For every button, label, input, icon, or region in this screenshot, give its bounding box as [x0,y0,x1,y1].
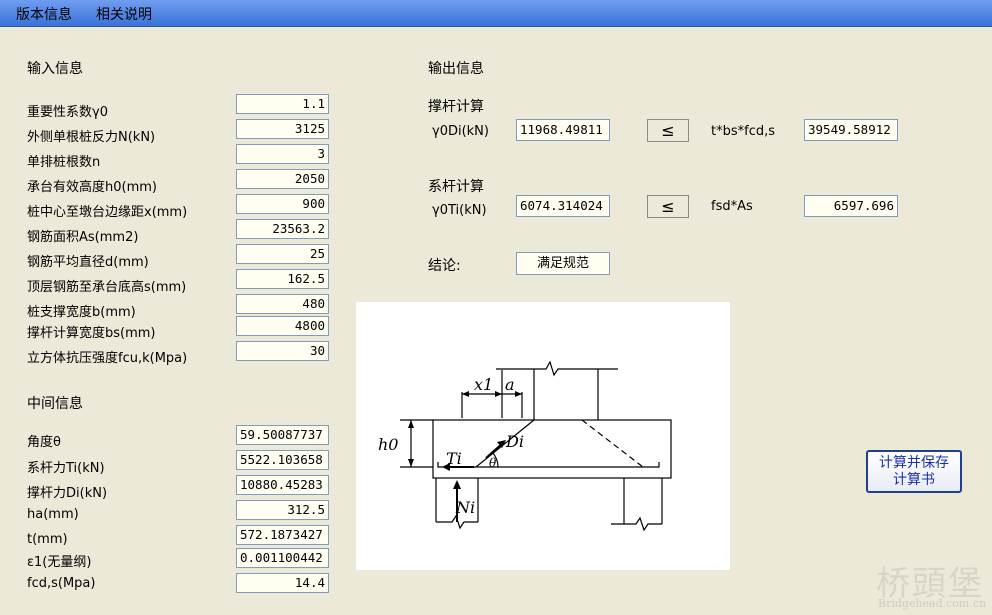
rebar-line [437,462,660,468]
pile-break [611,516,662,532]
input-label: 外侧单根桩反力N(kN) [27,130,156,145]
tie-le-symbol: ≤ [647,195,689,218]
middle-label: 系杆力Ti(kN) [27,461,105,476]
middle-label: t(mm) [27,532,68,547]
input-label: 桩中心至墩台边缘距x(mm) [27,205,188,220]
calculate-save-label: 计算并保存 [879,455,949,471]
middle-field-ti: 5522.103658 [236,450,329,470]
input-field-as[interactable]: 23563.2 [236,219,329,239]
middle-field-theta: 59.50087737 [236,425,329,445]
strut-le-symbol: ≤ [647,119,689,142]
input-section-title: 输入信息 [27,61,83,77]
di-arrowhead [497,440,506,448]
x1-arrowhead [495,391,502,397]
tie-calc-title: 系杆计算 [428,179,484,195]
ti-arrowhead [442,463,450,471]
output-section-title: 输出信息 [428,61,484,77]
label-x1: x1 [474,375,493,394]
conclusion-label: 结论: [428,258,461,274]
input-label: 钢筋面积As(mm2) [27,230,139,245]
input-field-h0[interactable]: 2050 [236,169,329,189]
calculate-save-button[interactable]: 计算并保存 计算书 [866,450,962,493]
ni-arrowhead [453,480,461,489]
input-label: 撑杆计算宽度bs(mm) [27,326,156,341]
a-arrowhead [515,391,522,397]
middle-label: fcd,s(Mpa) [27,576,96,591]
pile-cap-diagram: h0 x1 a Di Ti θ Ni [356,302,730,570]
tie-rhs-label: fsd*As [711,199,753,214]
theta-arc [491,451,499,468]
tie-lhs-field: 6074.314024 [516,195,610,217]
x1-arrowhead [462,391,469,397]
label-di: Di [505,432,524,451]
tie-rhs-field: 6597.696 [804,195,898,217]
input-label: 重要性系数γ0 [27,105,108,120]
label-ti: Ti [446,449,462,468]
middle-label: ha(mm) [27,507,79,522]
input-field-fcuk[interactable]: 30 [236,341,329,361]
input-label: 单排桩根数n [27,155,101,170]
middle-section-title: 中间信息 [27,396,83,412]
input-field-pile-reaction[interactable]: 3125 [236,119,329,139]
strut-lhs-label: γ0Di(kN) [432,124,489,139]
menu-help[interactable]: 相关说明 [96,7,152,23]
pile-cap [432,419,672,479]
input-field-gamma0[interactable]: 1.1 [236,94,329,114]
middle-label: 角度θ [27,435,61,450]
watermark-url: Bridgehead.com.cn [878,597,987,610]
label-a: a [505,375,515,394]
input-label: 承台有效高度h0(mm) [27,180,157,195]
input-field-s[interactable]: 162.5 [236,269,329,289]
strut-rhs-label: t*bs*fcd,s [711,124,776,139]
middle-field-di: 10880.45283 [236,475,329,495]
input-field-d[interactable]: 25 [236,244,329,264]
calculation-report-label: 计算书 [893,472,935,488]
strut-left [475,419,535,468]
middle-field-ha: 312.5 [236,500,329,520]
middle-field-epsilon: 0.001100442 [236,548,329,568]
input-field-pile-count[interactable]: 3 [236,144,329,164]
menu-version-info[interactable]: 版本信息 [16,7,72,23]
input-field-x[interactable]: 900 [236,194,329,214]
middle-label: 撑杆力Di(kN) [27,486,108,501]
input-label: 立方体抗压强度fcu,k(Mpa) [27,351,188,366]
strut-lhs-field: 11968.49811 [516,119,610,141]
strut-right [581,419,644,468]
h0-arrowhead [408,420,414,428]
input-label: 顶层钢筋至承台底高s(mm) [27,280,187,295]
input-field-bs[interactable]: 4800 [236,316,329,336]
input-field-b[interactable]: 480 [236,294,329,314]
tie-lhs-label: γ0Ti(kN) [432,203,487,218]
label-theta: θ [489,456,497,470]
middle-label: ε1(无量纲) [27,555,92,570]
strut-rhs-field: 39549.58912 [804,119,898,141]
label-ni: Ni [455,498,475,517]
watermark-logo: 桥頭堡 [876,564,984,604]
strut-calc-title: 撑杆计算 [428,99,484,115]
menu-bar: 版本信息 相关说明 [0,0,992,27]
input-label: 桩支撑宽度b(mm) [27,305,136,320]
label-h0: h0 [378,435,398,454]
conclusion-field: 满足规范 [516,252,610,275]
input-label: 钢筋平均直径d(mm) [27,255,149,270]
pier-top-break [496,360,618,377]
h0-arrowhead [408,459,414,467]
middle-field-t: 572.1873427 [236,525,329,545]
middle-field-fcds: 14.4 [236,573,329,593]
